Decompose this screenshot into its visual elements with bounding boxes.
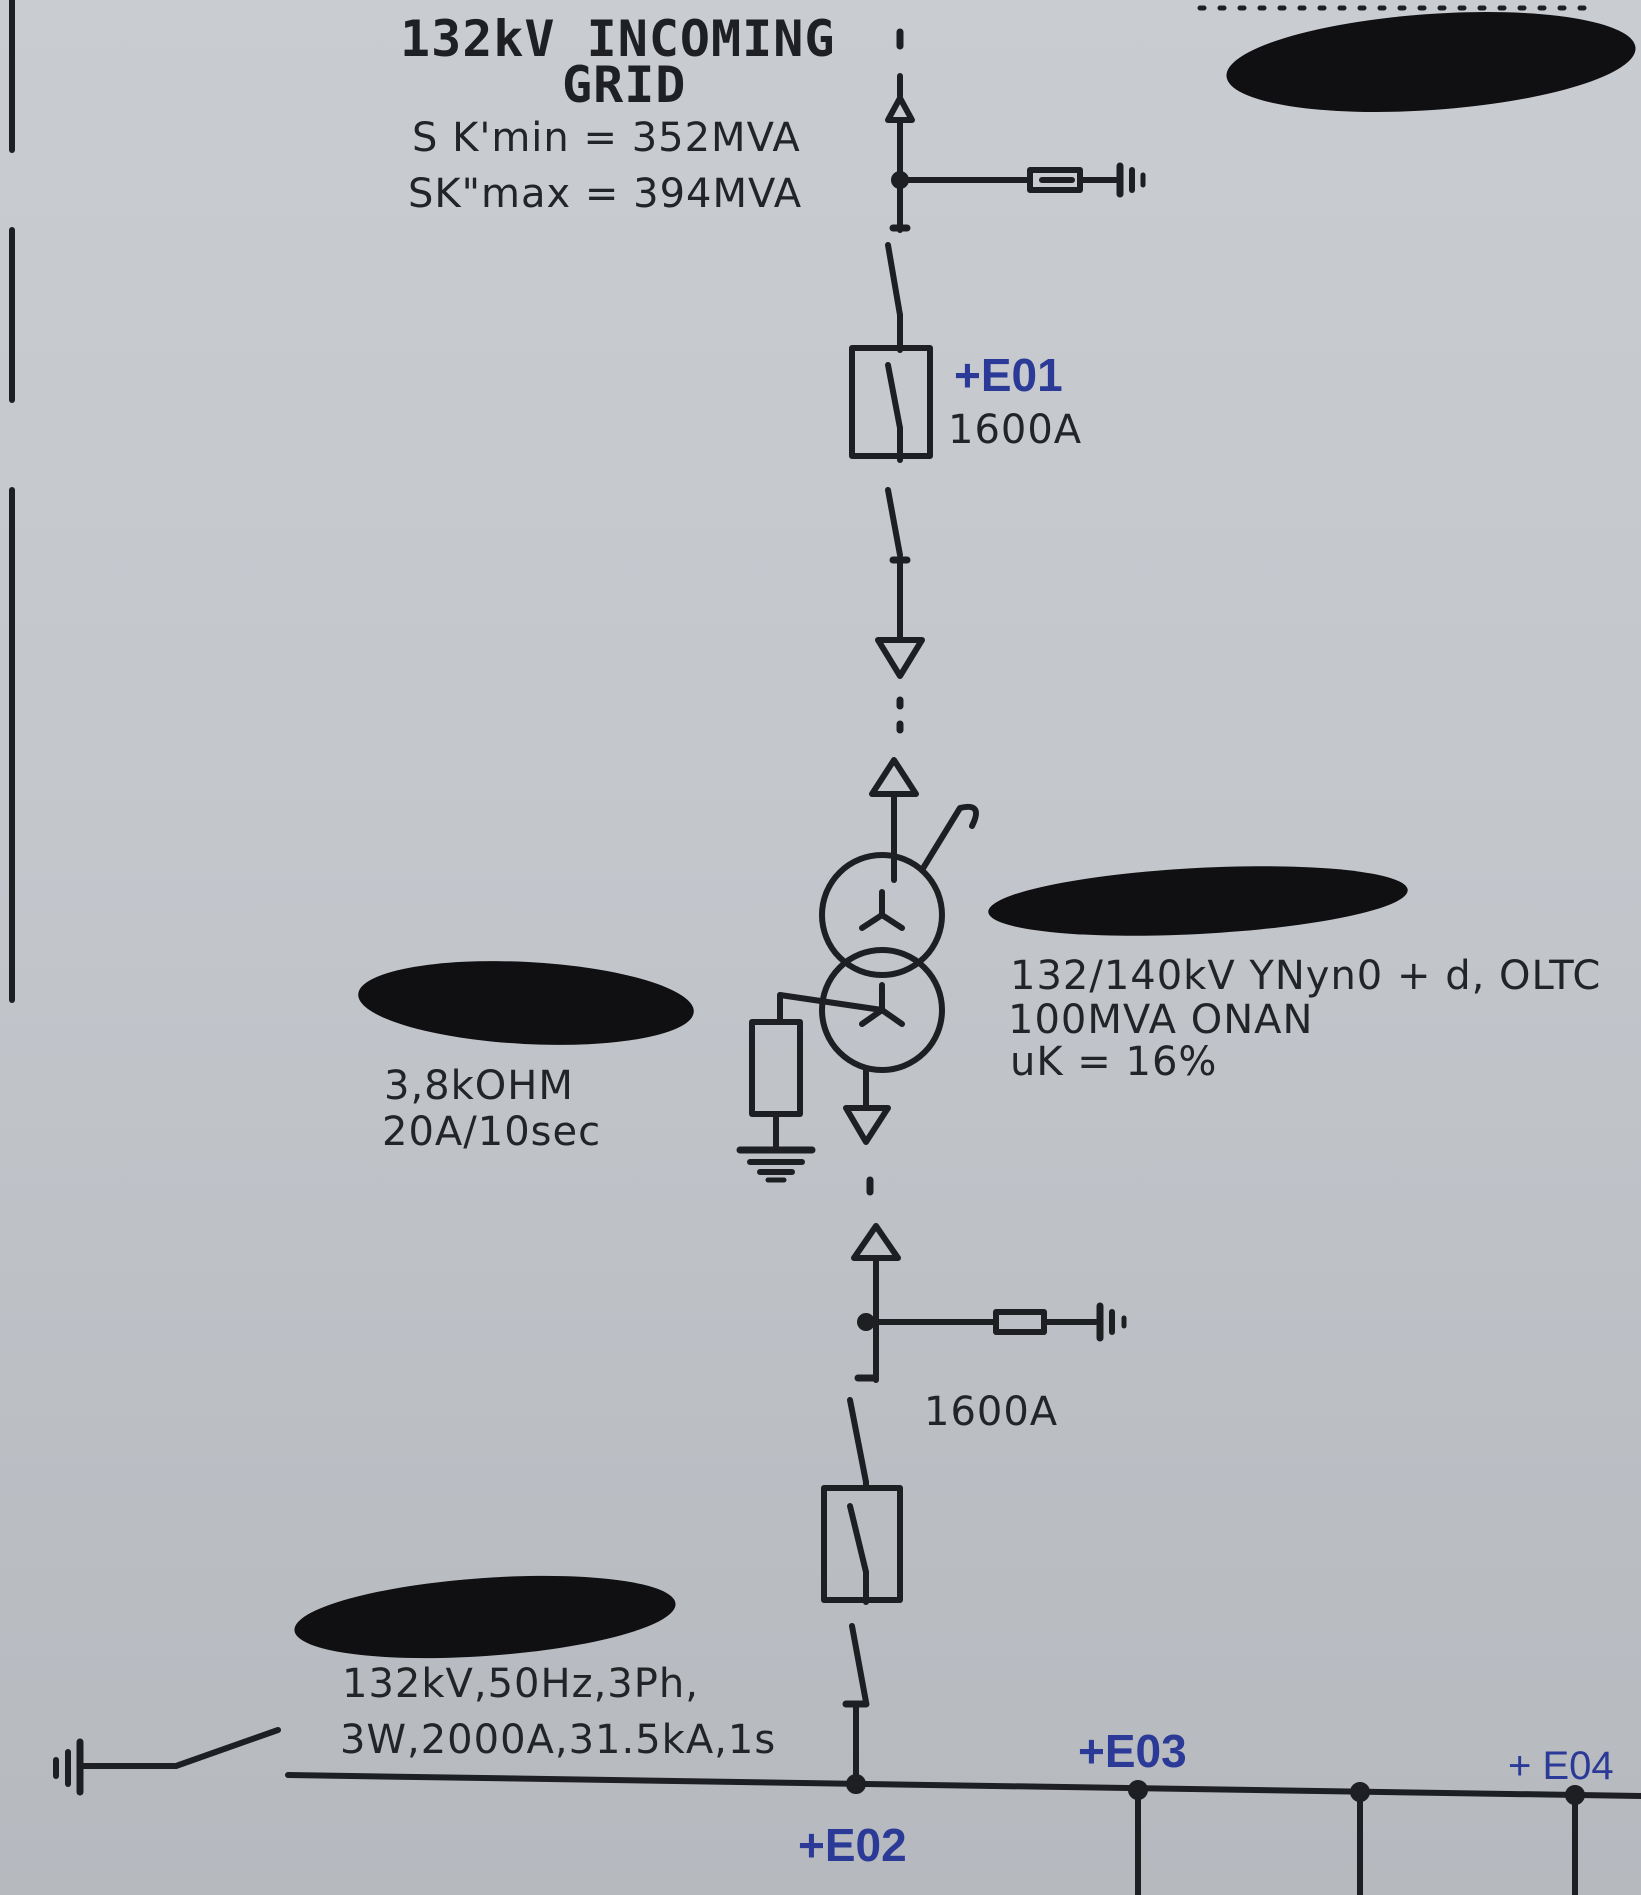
plug-socket-up-4 xyxy=(851,1223,901,1261)
feeder-bottom-rating: 1600A xyxy=(924,1389,1059,1435)
sk-max-label: SK"max = 394MVA xyxy=(408,171,803,217)
feeder-ref-e02: +E02 xyxy=(798,1819,907,1871)
disconnector-top xyxy=(885,242,903,318)
disconnector-top-lower xyxy=(885,487,903,558)
feeder-ref-e04: + E04 xyxy=(1508,1744,1614,1788)
neutral-earthing-resistor xyxy=(749,1019,803,1117)
resistor-resistance: 3,8kOHM xyxy=(384,1063,574,1109)
feeder-ref-e01: +E01 xyxy=(954,349,1063,401)
feeder-top-rating: 1600A xyxy=(948,407,1083,453)
busbar-spec-line2: 3W,2000A,31.5kA,1s xyxy=(340,1717,777,1763)
transformer-winding-lv xyxy=(819,947,945,1073)
disconnector-bottom xyxy=(847,1397,869,1485)
circuit-breaker-e02 xyxy=(821,1485,903,1603)
diagram-title-line1: 132kV INCOMING xyxy=(400,10,836,68)
circuit-breaker-e01 xyxy=(849,345,933,459)
feeder-ref-e03: +E03 xyxy=(1078,1725,1187,1777)
busbar-spec-line1: 132kV,50Hz,3Ph, xyxy=(342,1661,699,1707)
earthing-switch-bottom xyxy=(993,1309,1047,1335)
transformer-impedance: uK = 16% xyxy=(1010,1039,1218,1085)
plug-socket-down-3 xyxy=(843,1105,891,1145)
junction-busbar-e02 xyxy=(846,1774,866,1794)
resistor-duration: 20A/10sec xyxy=(382,1109,602,1155)
transformer-winding-hv xyxy=(819,852,945,978)
oltc-tap-indicator xyxy=(919,803,979,873)
busbar-main xyxy=(285,1772,1641,1799)
sk-min-label: S K'min = 352MVA xyxy=(412,115,801,161)
transformer-power-cooling: 100MVA ONAN xyxy=(1008,997,1314,1043)
busbar-earth-switch xyxy=(173,1727,281,1769)
disconnector-bottom-lower xyxy=(849,1623,869,1705)
plug-socket-top xyxy=(885,95,915,123)
transformer-voltage-vector: 132/140kV YNyn0 + d, OLTC xyxy=(1010,953,1602,999)
plug-socket-down-1 xyxy=(875,637,925,679)
plug-socket-up-2 xyxy=(869,757,919,797)
diagram-title-line2: GRID xyxy=(562,56,687,114)
